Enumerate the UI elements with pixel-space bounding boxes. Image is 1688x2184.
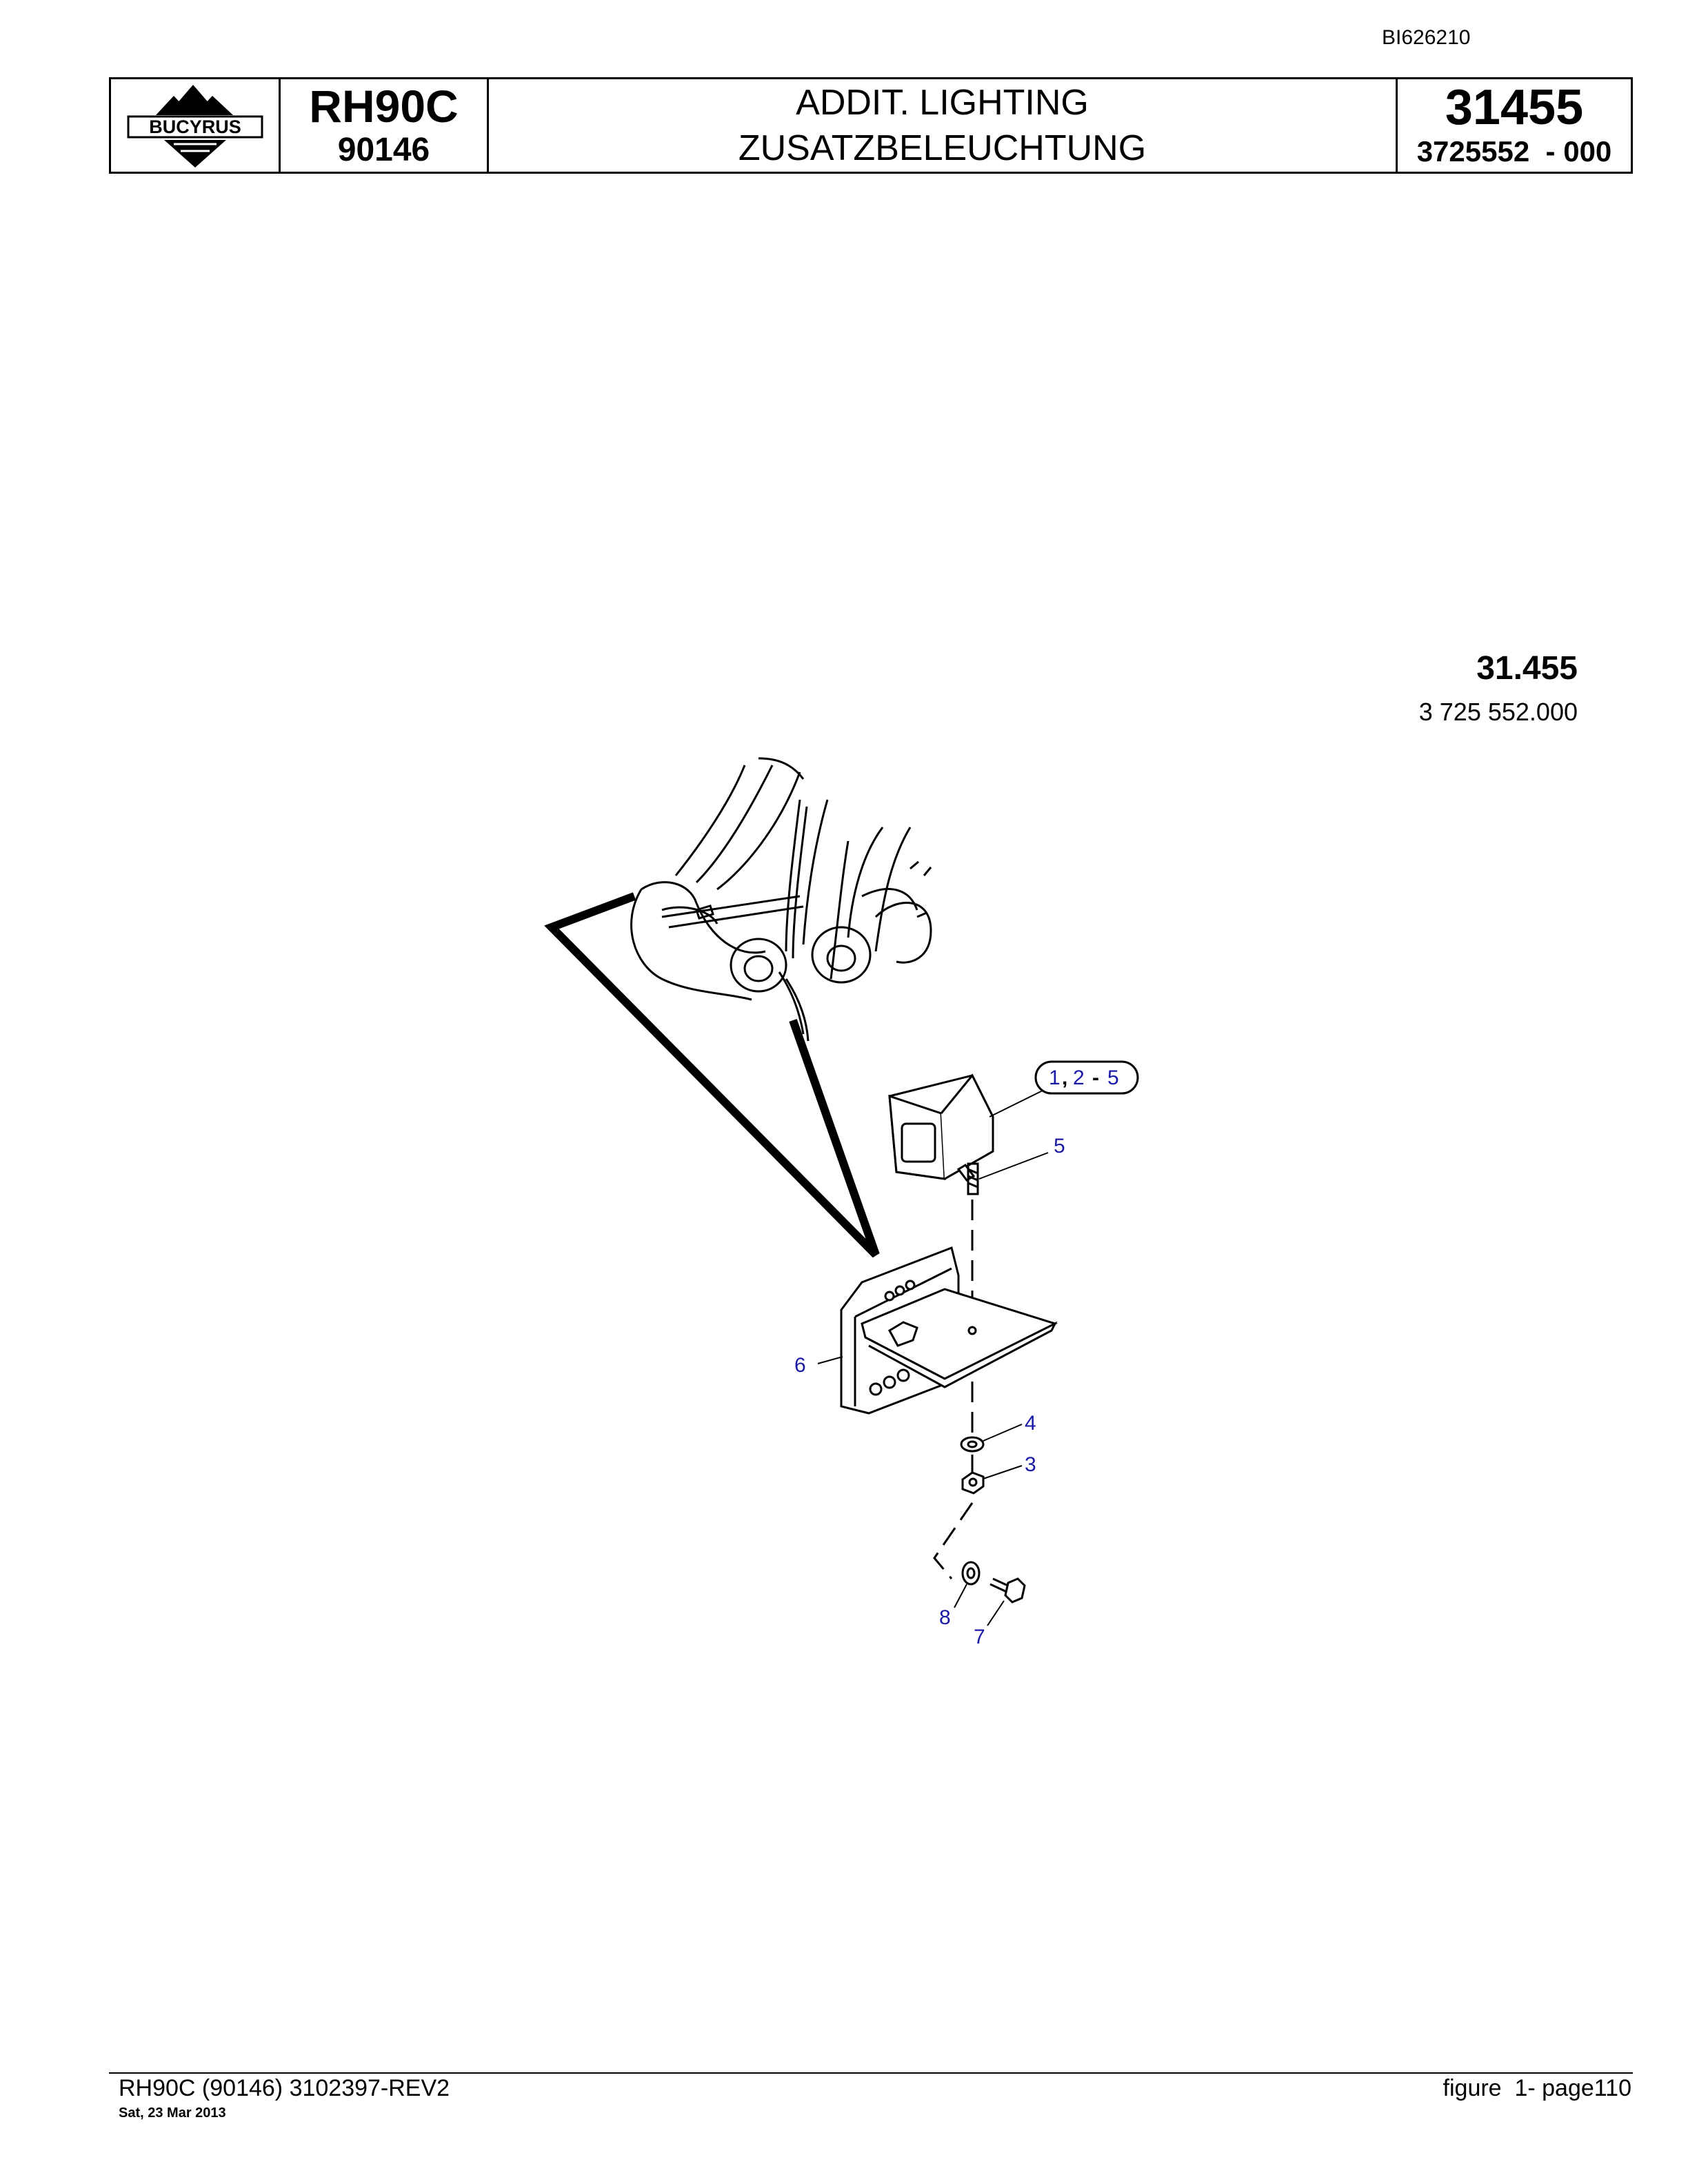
callout-item-7: 7 (974, 1626, 985, 1648)
callout-item-6: 6 (794, 1354, 806, 1377)
footer-date: Sat, 23 Mar 2013 (119, 2105, 226, 2121)
leader-lines (817, 1087, 1049, 1626)
logo-lettering: BUCYRUS (149, 117, 241, 137)
figure-group-number: 31.455 (1476, 650, 1578, 687)
mounting-bracket-icon (840, 1246, 1058, 1415)
model-cell: RH90C 90146 (281, 79, 489, 172)
lock-washer-icon (961, 1561, 981, 1586)
figure-part-number: 3 725 552.000 (1418, 698, 1578, 726)
footer-divider (109, 2072, 1633, 2074)
callout-item-8: 8 (939, 1606, 951, 1629)
group-number: 31455 (1445, 80, 1584, 135)
title-english: ADDIT. LIGHTING (796, 83, 1089, 123)
document-id: BI626210 (1382, 26, 1471, 49)
callout-item-5: 5 (1054, 1135, 1065, 1157)
washer-icon (960, 1436, 985, 1453)
bucyrus-logo-icon: BUCYRUS (127, 85, 263, 168)
callout-item-5-range: 5 (1107, 1066, 1119, 1089)
hex-screw-icon (989, 1577, 1026, 1604)
title-cell: ADDIT. LIGHTING ZUSATZBELEUCHTUNG (489, 79, 1398, 172)
part-number: 3725552 - 000 (1416, 135, 1612, 168)
assembly-line (933, 1200, 974, 1579)
nut-icon (961, 1471, 985, 1495)
model-number: 90146 (337, 132, 430, 168)
callout-item-2: 2 (1073, 1066, 1085, 1089)
title-german: ZUSATZBELEUCHTUNG (738, 128, 1147, 168)
light-bolt-icon (967, 1162, 979, 1195)
callout-comma: , (1062, 1066, 1067, 1089)
callout-dash: - (1092, 1066, 1099, 1089)
boom-arm-sketch (630, 757, 932, 1042)
callout-item-3: 3 (1025, 1453, 1036, 1476)
logo-cell: BUCYRUS (111, 79, 281, 172)
footer-page-ref: figure 1- page110 (1443, 2075, 1631, 2101)
work-light-icon (888, 1073, 994, 1182)
model-name: RH90C (309, 81, 459, 132)
callout-item-1: 1 (1049, 1066, 1061, 1089)
title-block: BUCYRUS RH90C 90146 ADDIT. LIGHTING ZUSA… (109, 77, 1633, 174)
detail-pointer (544, 892, 880, 1258)
number-cell: 31455 3725552 - 000 (1398, 79, 1631, 172)
footer-document-ref: RH90C (90146) 3102397-REV2 (119, 2075, 450, 2101)
callout-item-4: 4 (1025, 1412, 1036, 1435)
callout-bubble (1034, 1060, 1139, 1095)
